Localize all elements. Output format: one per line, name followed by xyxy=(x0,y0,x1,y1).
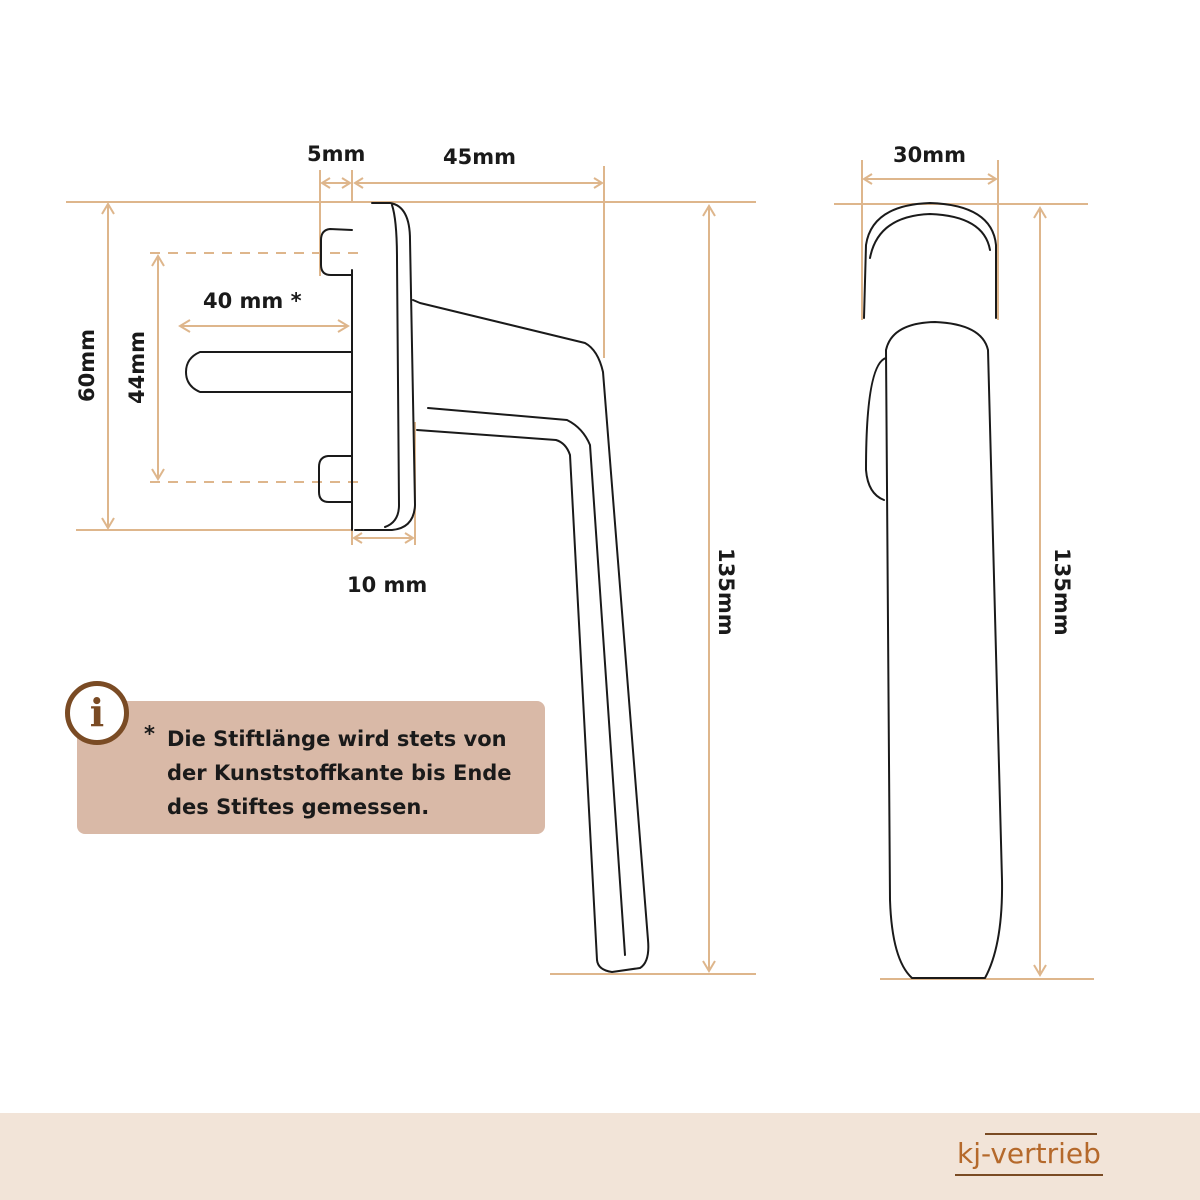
handle-front-view xyxy=(863,202,1004,979)
asterisk-marker: * xyxy=(144,722,155,746)
dim-lever-reach: 45mm xyxy=(443,145,516,169)
info-icon: i xyxy=(65,681,129,745)
dim-total-height-front: 135mm xyxy=(1050,548,1074,636)
info-note-box xyxy=(77,701,545,834)
info-note-text: Die Stiftlänge wird stets von der Kunsts… xyxy=(167,727,512,819)
dim-rosette-height: 60mm xyxy=(75,329,99,402)
dim-pin-offset: 5mm xyxy=(307,142,365,166)
footer-bar xyxy=(0,1113,1200,1200)
dim-total-height-side: 135mm xyxy=(714,548,738,636)
dim-width-front: 30mm xyxy=(893,143,966,167)
dim-pin-spacing: 44mm xyxy=(125,331,149,404)
brand-logo: kj-vertrieb xyxy=(955,1131,1103,1176)
dim-rosette-depth: 10 mm xyxy=(347,573,427,597)
dim-spindle-length: 40 mm * xyxy=(203,289,302,313)
handle-side-view xyxy=(185,202,650,973)
dimension-lines-side xyxy=(66,166,756,975)
